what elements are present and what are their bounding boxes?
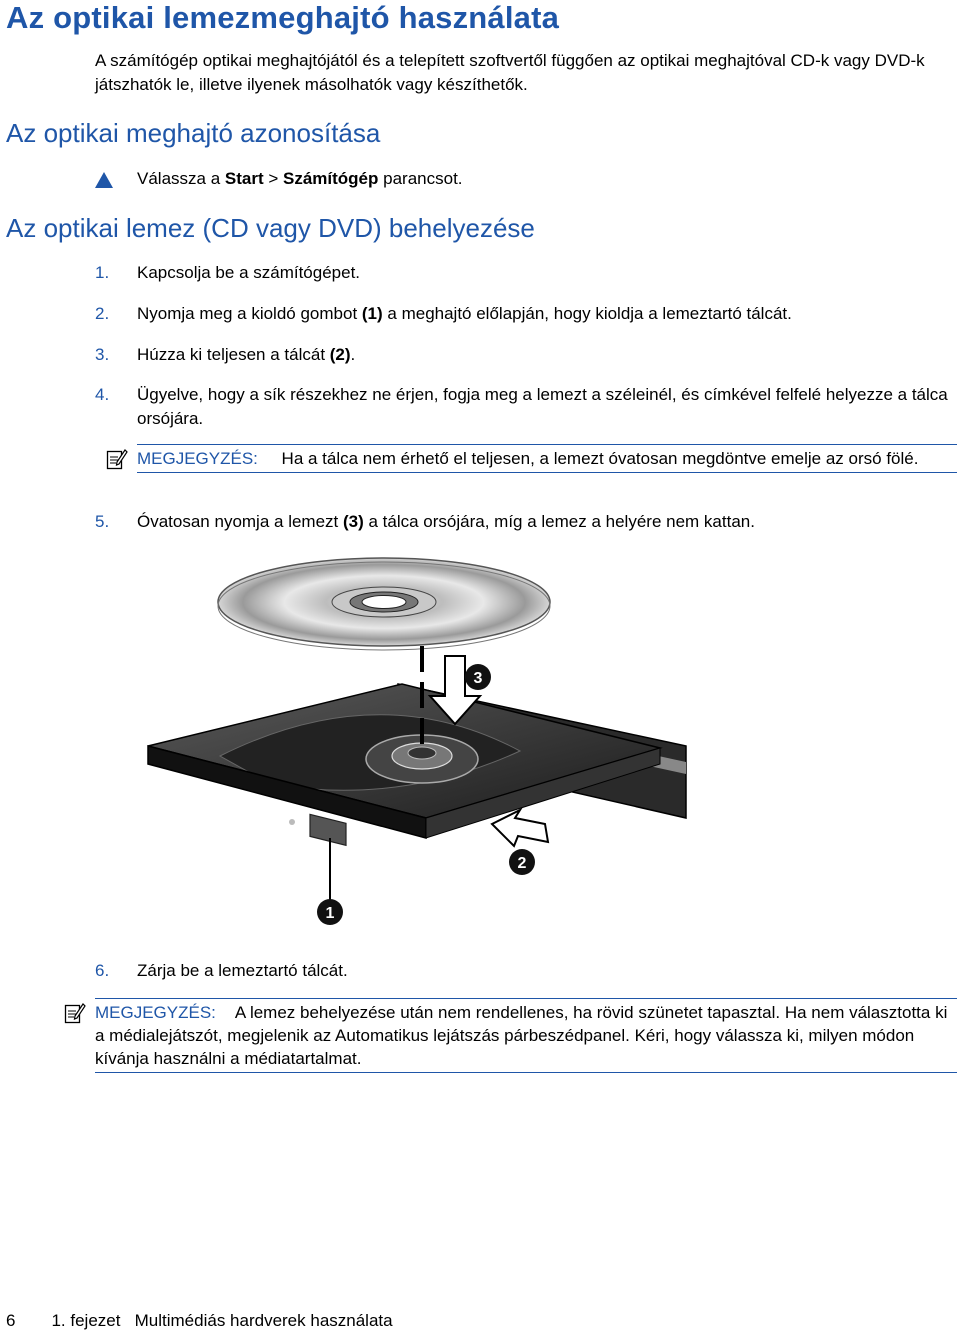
step-number: 5. (95, 512, 110, 531)
note-icon (64, 1003, 86, 1024)
page-footer: 6 1. fejezet Multimédiás hardverek haszná… (6, 1311, 393, 1331)
insert-arrow (420, 646, 483, 752)
pull-arrow (490, 807, 550, 848)
step-text: Kapcsolja be a számítógépet. (137, 263, 361, 282)
step-number: 1. (95, 263, 110, 282)
note-box-2: MEGJEGYZÉS: A lemez behelyezése után nem… (95, 998, 957, 1073)
optical-drive-illustration: 1 2 3 (147, 557, 687, 925)
step-text: Zárja be a lemeztartó tálcát. (137, 961, 348, 980)
drive-body (147, 683, 687, 847)
step-text: Nyomja meg a kioldó gombot (1) a meghajt… (137, 304, 792, 323)
note-text: Ha a tálca nem érhető el teljesen, a lem… (281, 449, 919, 468)
callout-1-label: 1 (326, 905, 335, 922)
callout-3: 3 (465, 664, 491, 690)
note-icon (106, 449, 128, 470)
step-number: 3. (95, 345, 110, 364)
triangle-bullet-icon (95, 172, 113, 188)
note-label: MEGJEGYZÉS: (95, 1003, 216, 1022)
page-number: 6 (6, 1311, 16, 1330)
step-number: 4. (95, 385, 110, 404)
note-text: A lemez behelyezése után nem rendellenes… (95, 1003, 948, 1068)
disc (217, 557, 551, 651)
callout-3-label: 3 (474, 670, 483, 687)
intro-paragraph: A számítógép optikai meghajtójától és a … (95, 51, 925, 94)
callout-1: 1 (317, 899, 343, 925)
section-title-identify: Az optikai meghajtó azonosítása (6, 118, 381, 148)
step-text: Ügyelve, hogy a sík részekhez ne érjen, … (137, 385, 948, 428)
section-title-insert: Az optikai lemez (CD vagy DVD) behelyezé… (6, 213, 535, 243)
note-label: MEGJEGYZÉS: (137, 449, 258, 468)
callout-2-label: 2 (518, 855, 527, 872)
step-text: Óvatosan nyomja a lemezt (3) a tálca ors… (137, 512, 755, 531)
step-number: 2. (95, 304, 110, 323)
callout-2: 2 (509, 849, 535, 875)
chapter-title: 1. fejezet Multimédiás hardverek használ… (51, 1311, 393, 1330)
identify-instruction: Válassza a Start > Számítógép parancsot. (137, 169, 463, 188)
step-text: Húzza ki teljesen a tálcát (2). (137, 345, 356, 364)
note-box-1: MEGJEGYZÉS: Ha a tálca nem érhető el tel… (137, 444, 957, 473)
page-title: Az optikai lemezmeghajtó használata (6, 0, 560, 35)
step-number: 6. (95, 961, 110, 980)
